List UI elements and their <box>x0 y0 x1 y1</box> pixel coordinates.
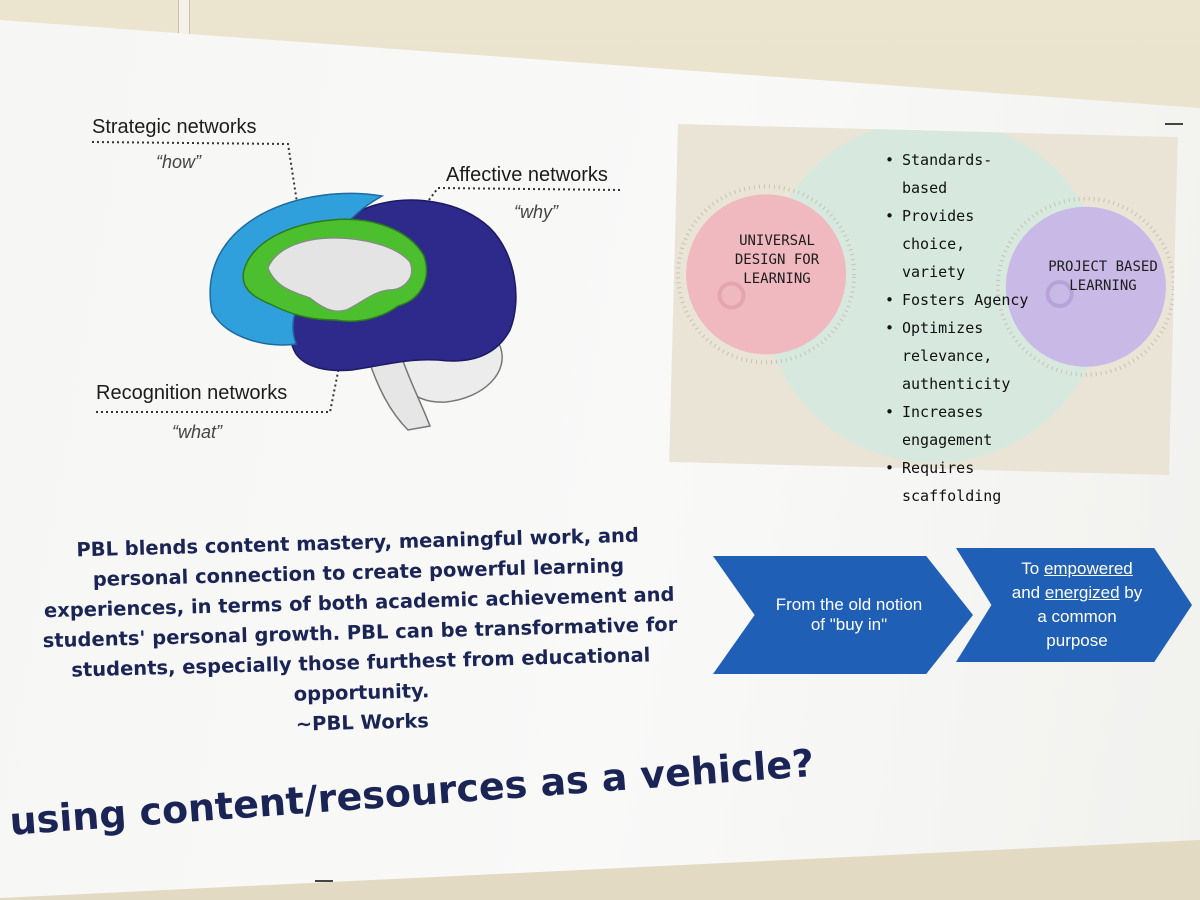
affective-networks-quote: “why” <box>514 202 558 222</box>
empowered-middle: and <box>1011 583 1041 602</box>
wall-frame-edge <box>178 0 190 40</box>
pen-mark <box>315 880 333 882</box>
pbl-circle <box>1005 206 1166 367</box>
pbl-works-quote: PBL blends content mastery, meaningful w… <box>37 520 682 747</box>
strategic-leader-line <box>91 141 301 223</box>
udl-circle-ring <box>676 184 857 365</box>
affective-networks-label: Affective networks <box>446 164 608 186</box>
shared-benefits-list: Standards-based Provides choice, variety… <box>885 146 1035 510</box>
strategic-networks-quote: “how” <box>156 152 202 172</box>
quote-body: PBL blends content mastery, meaningful w… <box>42 523 678 706</box>
strategic-networks-label: Strategic networks <box>92 116 257 138</box>
list-item: Provides choice, variety <box>885 202 1035 286</box>
empowered-prefix: To <box>1021 559 1040 578</box>
udl-gear-icon <box>717 281 746 310</box>
recognition-networks-label: Recognition networks <box>96 382 288 404</box>
empowered-word: empowered <box>1043 559 1133 578</box>
corpus-callosum <box>267 237 413 312</box>
list-item: Standards-based <box>885 146 1035 202</box>
udl-circle-label: UNIVERSAL DESIGN FOR LEARNING <box>734 233 820 287</box>
old-notion-text: From the old notion of "buy in" <box>775 595 923 634</box>
list-item: Optimizes relevance, authenticity <box>885 314 1035 398</box>
list-item: Fosters Agency <box>885 286 1035 314</box>
old-notion-arrow: From the old notion of "buy in" <box>713 556 973 674</box>
footer-question: using content/resources as a vehicle? <box>8 740 816 844</box>
empowered-text: To empowered and energized by a common p… <box>1008 557 1146 653</box>
list-item: Requires scaffolding <box>885 454 1035 510</box>
pen-mark <box>1165 123 1183 125</box>
empowered-arrow: To empowered and energized by a common p… <box>956 548 1192 662</box>
energized-word: energized <box>1044 583 1120 602</box>
brain-stem <box>367 351 432 431</box>
empowered-suffix: by a common purpose <box>1037 583 1143 650</box>
udl-circle <box>686 194 847 355</box>
pbl-gear-icon <box>1045 280 1074 309</box>
list-item: Increases engagement <box>885 398 1035 454</box>
recognition-networks-quote: “what” <box>172 422 223 442</box>
pbl-circle-label: PROJECT BASED LEARNING <box>1048 259 1158 294</box>
brain-diagram <box>91 141 621 431</box>
